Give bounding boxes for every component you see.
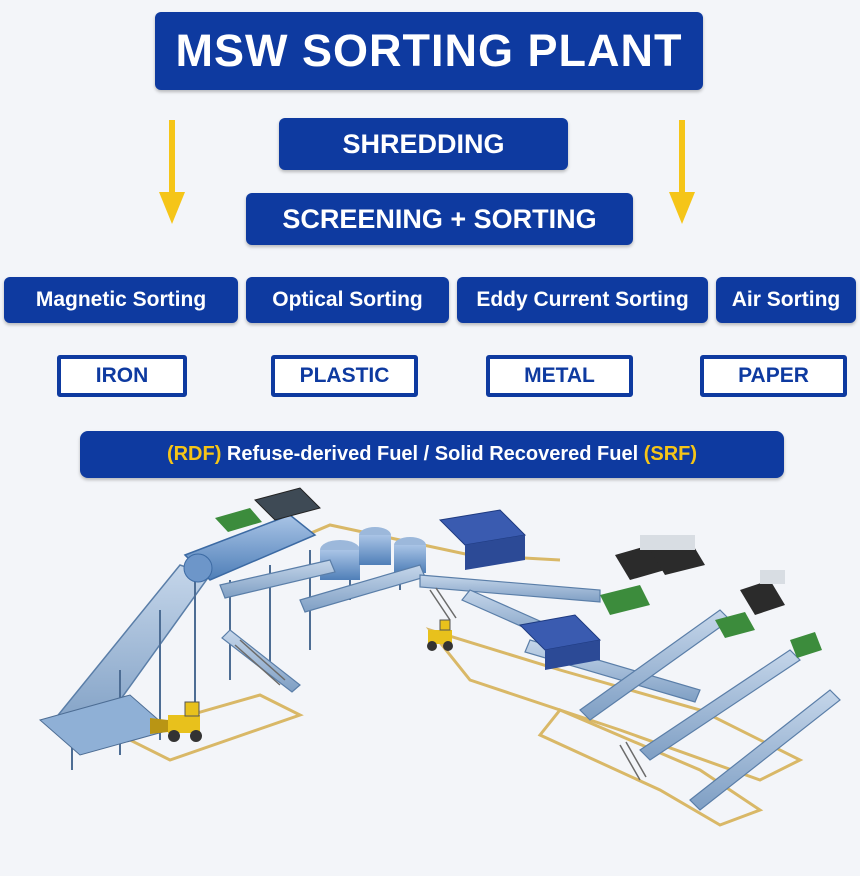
down-arrow-icon xyxy=(159,120,185,224)
rdf-abbreviation: (RDF) xyxy=(166,443,222,465)
stage-shredding: SHREDDING xyxy=(279,118,568,170)
stage-screening-sorting: SCREENING + SORTING xyxy=(246,193,633,245)
output-plastic: PLASTIC xyxy=(271,355,418,397)
method-magnetic-sorting: Magnetic Sorting xyxy=(4,277,238,323)
output-paper: PAPER xyxy=(700,355,847,397)
fuel-description: Refuse-derived Fuel / Solid Recovered Fu… xyxy=(221,443,644,465)
loader-vehicle-icon xyxy=(150,701,202,742)
fuel-banner: (RDF) Refuse-derived Fuel / Solid Recove… xyxy=(80,431,784,478)
method-optical-sorting: Optical Sorting xyxy=(246,277,449,323)
plant-title: MSW SORTING PLANT xyxy=(155,12,703,90)
srf-abbreviation: (SRF) xyxy=(643,443,698,465)
output-metal: METAL xyxy=(486,355,633,397)
output-iron: IRON xyxy=(57,355,187,397)
method-air-sorting: Air Sorting xyxy=(716,277,856,323)
sorting-plant-illustration xyxy=(38,487,841,827)
feed-conveyor xyxy=(38,564,212,770)
screening-tanks xyxy=(320,527,426,580)
output-bays xyxy=(600,535,822,658)
trommel-drum xyxy=(183,487,321,583)
down-arrow-icon xyxy=(669,120,695,224)
method-eddy-current-sorting: Eddy Current Sorting xyxy=(457,277,708,323)
